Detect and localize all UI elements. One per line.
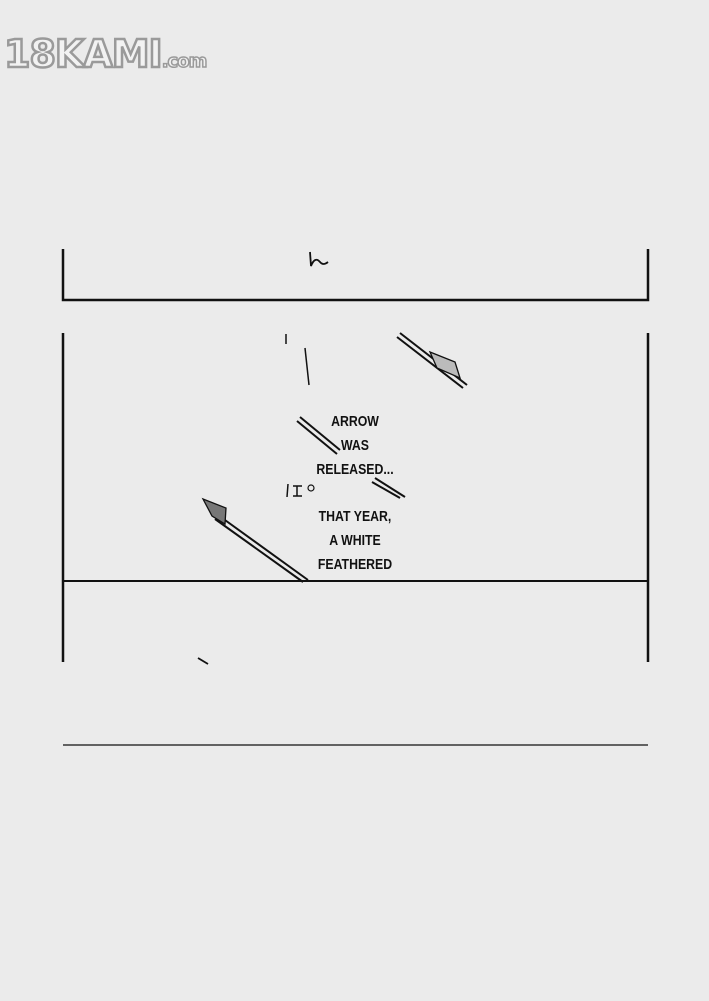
caption-line: WAS [340,437,370,454]
panel-top [61,249,650,302]
caption-that-year: THAT YEAR, A WHITE FEATHERED [310,505,400,577]
panel-middle [61,333,650,746]
caption-line: THAT YEAR, [318,508,392,525]
watermark-logo: 18KAMI.com [3,31,208,78]
caption-arrow-released: ARROW WAS RELEASED... [310,410,400,482]
caption-line: ARROW [331,413,379,430]
arrows [197,332,468,665]
watermark-text: 18KAMI [3,31,164,78]
watermark-suffix: .com [161,50,208,73]
caption-line: FEATHERED [317,556,393,573]
caption-line: A WHITE [329,532,381,549]
caption-line: RELEASED... [316,461,394,478]
